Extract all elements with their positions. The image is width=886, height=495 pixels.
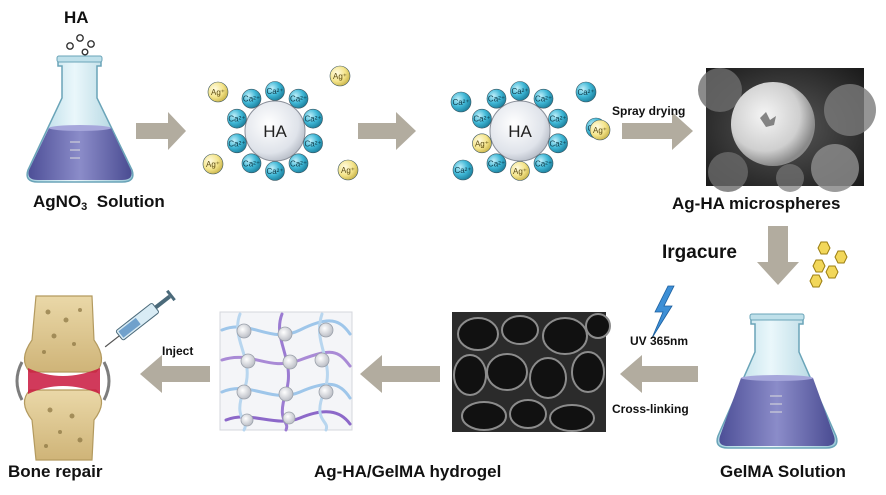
spray-drying-label: Spray drying: [612, 104, 686, 118]
svg-text:HA: HA: [508, 122, 532, 141]
gelma-flask-icon: [716, 313, 838, 449]
ca-ion-label: Ca²⁺: [266, 167, 283, 176]
arrow-5: [360, 355, 440, 393]
ag-ion-label: Ag⁺: [341, 166, 355, 175]
ca-ion: [452, 159, 474, 181]
ca-ion-label: Ca²⁺: [549, 139, 566, 148]
arrow-6: [140, 355, 210, 393]
ag-ion: [207, 81, 229, 103]
ag-ion: [472, 133, 492, 154]
ca-ion: [265, 161, 285, 181]
sem-sphere-image: [698, 68, 876, 192]
ag-ion-label: Ag⁺: [513, 167, 527, 176]
ca-ion: [486, 88, 507, 109]
ca-ion: [227, 133, 247, 154]
ca-ion: [548, 133, 568, 154]
arrow-down: [757, 226, 799, 285]
ca-ion: [510, 81, 530, 101]
hydrogel-network-image: [219, 311, 353, 432]
sem-porous-image: [452, 312, 611, 432]
lightning-icon: [651, 285, 675, 339]
ca-ion: [486, 153, 507, 174]
ca-ion: [472, 108, 492, 129]
ca-ion: [303, 133, 323, 154]
ca-ion-label: Ca²⁺: [577, 88, 594, 97]
ca-ion-label: Ca²⁺: [511, 87, 528, 96]
uv-label: UV 365nm: [630, 334, 689, 348]
arrow-3: [622, 112, 693, 150]
ca-ion-label: Ca²⁺: [243, 95, 260, 104]
ca-ion-label: Ca²⁺: [452, 98, 469, 107]
ca-ion-label: Ca²⁺: [243, 159, 260, 168]
ca-ion-label: Ca²⁺: [228, 115, 245, 124]
ca-ion-label: Ca²⁺: [488, 159, 505, 168]
irgacure-label: Irgacure: [662, 242, 737, 263]
ag-ion-label: Ag⁺: [206, 160, 220, 169]
ag-ion: [510, 161, 530, 181]
ag-ion: [337, 159, 359, 181]
ca-ion-label: Ca²⁺: [228, 139, 245, 148]
ca-ion-label: Ca²⁺: [304, 139, 321, 148]
ca-ion-label: Ca²⁺: [473, 115, 490, 124]
ca-ion-label: Ca²⁺: [266, 87, 283, 96]
ca-ion-label: Ca²⁺: [535, 159, 552, 168]
ca-ion: [288, 88, 309, 109]
ca-ion: [548, 108, 568, 129]
ca-ion-label: Ca²⁺: [488, 95, 505, 104]
ca-ion: [575, 81, 597, 103]
ha-cluster-2: HA Ca²⁺ Ca²⁺ Ca²⁺ Ca²⁺ Ca²⁺ Ca²⁺ Ca²⁺ Ca²⁺ Ca²⁺ C…: [450, 81, 611, 181]
ca-ion-label: Ca²⁺: [549, 115, 566, 124]
bone-repair-label: Bone repair: [8, 462, 103, 481]
ca-ion-label: Ca²⁺: [290, 159, 307, 168]
ca-ion: [303, 108, 323, 129]
agno3-solution-label: AgNO3 Solution: [33, 192, 165, 213]
ag-ion: [329, 65, 351, 87]
arrow-2: [358, 112, 416, 150]
knee-joint-icon: [15, 295, 111, 461]
ca-ion: [450, 91, 472, 113]
ag-ion-label: Ag⁺: [593, 126, 607, 135]
ca-ion: [533, 88, 554, 109]
ca-ion: [265, 81, 285, 101]
arrow-4: [620, 355, 698, 393]
inject-label: Inject: [162, 344, 194, 358]
bubbles-icon: [66, 34, 95, 56]
svg-text:HA: HA: [263, 122, 287, 141]
ag-ion-label: Ag⁺: [211, 88, 225, 97]
ag-ion-label: Ag⁺: [475, 139, 489, 148]
ca-ion: [241, 153, 262, 174]
hydrogel-label: Ag-HA/GelMA hydrogel: [314, 462, 502, 481]
ca-ion: [288, 153, 309, 174]
ca-ion-label: Ca²⁺: [535, 95, 552, 104]
ca-ion: [227, 108, 247, 129]
ag-ha-microspheres-label: Ag-HA microspheres: [672, 194, 841, 213]
flask-icon: [26, 55, 134, 183]
ca-ion: [241, 88, 262, 109]
ca-ion: [533, 153, 554, 174]
hexagon-molecules-icon: [809, 241, 848, 288]
ag-ion: [202, 153, 224, 175]
ca-ion-label: Ca²⁺: [304, 115, 321, 124]
syringe-icon: [104, 289, 176, 348]
ca-ion-label: Ca²⁺: [454, 166, 471, 175]
gelma-solution-label: GelMA Solution: [720, 462, 846, 481]
ag-ion: [589, 119, 611, 141]
ca-ion-label: Ca²⁺: [290, 95, 307, 104]
arrow-1: [136, 112, 186, 150]
ha-cluster-1: HA Ca²⁺ Ca²⁺ Ca²⁺ Ca²⁺ Ca²⁺ Ca²⁺ Ca²⁺ Ca²⁺ Ca²⁺ C…: [202, 65, 359, 181]
ag-ion-label: Ag⁺: [333, 72, 347, 81]
cross-linking-label: Cross-linking: [612, 402, 689, 416]
ha-top-label: HA: [64, 8, 89, 27]
